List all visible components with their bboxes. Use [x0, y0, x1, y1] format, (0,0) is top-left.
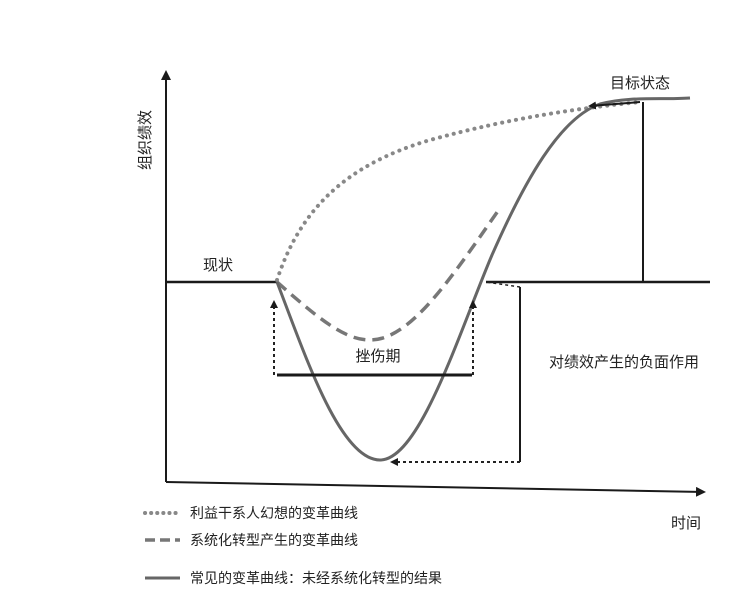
setback-period-label: 挫伤期 — [355, 347, 400, 365]
dotted-fantasy-curve — [275, 100, 642, 282]
legend-label-dashed: 系统化转型产生的变革曲线 — [190, 533, 358, 549]
legend-item-dashed: 系统化转型产生的变革曲线 — [145, 533, 358, 549]
negative-effect-label: 对绩效产生的负面作用 — [549, 353, 699, 371]
solid-common-curve — [275, 96, 691, 462]
dashed-systematic-curve — [275, 207, 502, 342]
y-axis-label: 组织绩效 — [136, 110, 154, 170]
current-state-label: 现状 — [203, 256, 233, 274]
x-axis — [165, 481, 706, 497]
legend-label-dotted: 利益干系人幻想的变革曲线 — [190, 506, 358, 522]
legend-item-solid: 常见的变革曲线：未经系统化转型的结果 — [145, 571, 442, 587]
x-axis-label: 时间 — [671, 514, 701, 532]
legend-item-dotted: 利益干系人幻想的变革曲线 — [143, 506, 358, 522]
legend: 利益干系人幻想的变革曲线 系统化转型产生的变革曲线 常见的变革曲线：未经系统化转… — [143, 506, 442, 587]
target-pointer-arrow — [588, 101, 641, 110]
target-state-label: 目标状态 — [610, 74, 670, 92]
legend-label-solid: 常见的变革曲线：未经系统化转型的结果 — [190, 571, 442, 587]
